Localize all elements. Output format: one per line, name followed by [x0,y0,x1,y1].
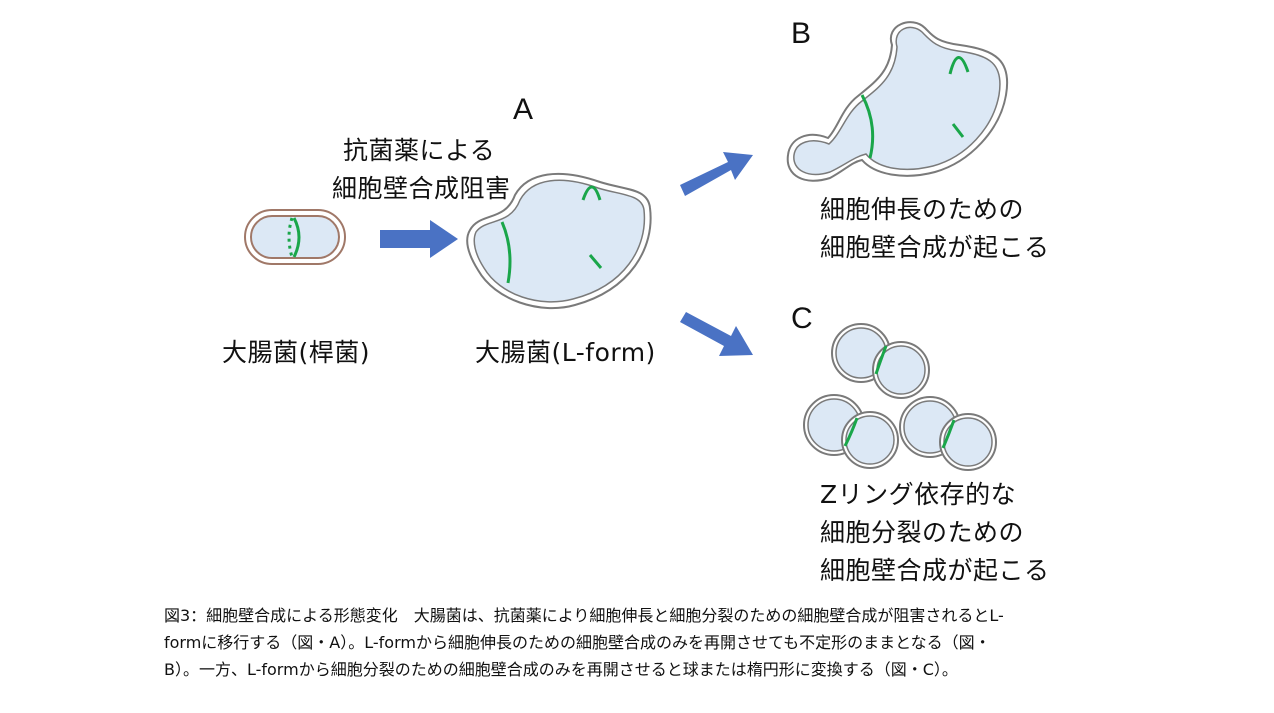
caption-line3: B）。一方、L-formから細胞分裂のための細胞壁合成のみを再開させると球または… [164,660,958,679]
lform-mark-right [588,254,603,269]
cell-c-pair-1 [831,323,930,399]
caption-line1: 図3：細胞壁合成による形態変化 大腸菌は、抗菌薬により細胞伸長と細胞分裂のための… [164,606,1004,625]
lform-mark-top [581,185,602,201]
z-ring-dotted [287,217,294,258]
arrow-to-b [680,152,753,196]
arrow-label-line1: 抗菌薬による [343,136,496,165]
cell-c-pair-3 [899,396,997,471]
arrow-to-c [680,312,753,356]
arrow-label-line2: 細胞壁合成阻害 [332,174,511,203]
caption-line2: formに移行する（図・A）。L-formから細胞伸長のための細胞壁合成のみを再… [164,633,991,652]
b-description-line2: 細胞壁合成が起こる [820,233,1050,262]
lform-cell [466,172,652,310]
rod-cell [244,209,346,265]
c-description-line1: Zリング依存的な [820,480,1017,509]
arrow-to-lform [380,220,458,258]
label-a: A [513,93,534,126]
label-c: C [791,302,813,335]
c-description-line2: 細胞分裂のための [820,518,1025,547]
cell-b-mark-right [951,123,965,138]
lform-mark-left [500,221,512,284]
lform-label: 大腸菌(L-form) [475,338,656,367]
cell-b-mark-top [948,56,970,75]
label-b: B [791,17,812,50]
b-description-line1: 細胞伸長のための [820,195,1025,224]
cell-b-mark-left [860,94,875,159]
figure-caption: 図3：細胞壁合成による形態変化 大腸菌は、抗菌薬により細胞伸長と細胞分裂のための… [164,602,1124,683]
cell-c-pair-2 [803,394,899,469]
c-description-line3: 細胞壁合成が起こる [820,556,1050,585]
rod-label: 大腸菌(桿菌) [222,338,371,367]
z-ring-solid [292,217,301,258]
cell-b [786,21,1009,182]
